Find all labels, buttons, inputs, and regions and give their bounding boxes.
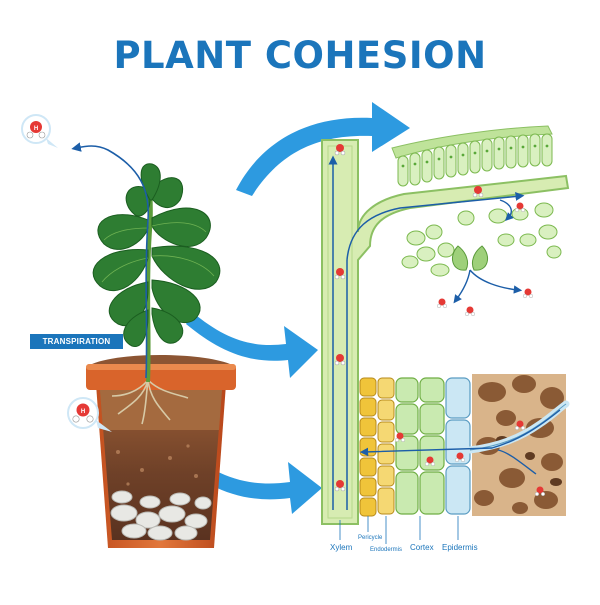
- epidermis-label: Epidermis: [442, 543, 478, 552]
- molecule-label: H: [34, 126, 38, 132]
- pericycle-endodermis: [360, 378, 394, 516]
- cortex-label: Cortex: [410, 543, 434, 552]
- epidermis-cells: [446, 378, 470, 514]
- cortex-cells: [396, 378, 444, 514]
- root-cross-section: [340, 374, 566, 544]
- transpiration-label: TRANSPIRATION: [30, 334, 123, 349]
- water-molecule-icon: H: [22, 115, 58, 148]
- pericycle-label: Pericycle: [358, 535, 382, 541]
- flower-pot-icon: [86, 355, 236, 548]
- page-title: PLANT COHESION: [0, 34, 600, 77]
- xylem-label: Xylem: [330, 543, 352, 552]
- stoma: [452, 246, 487, 270]
- leaf-cross-section: [392, 126, 561, 316]
- endodermis-label: Endodermis: [370, 547, 402, 553]
- molecule-label: H: [81, 409, 85, 415]
